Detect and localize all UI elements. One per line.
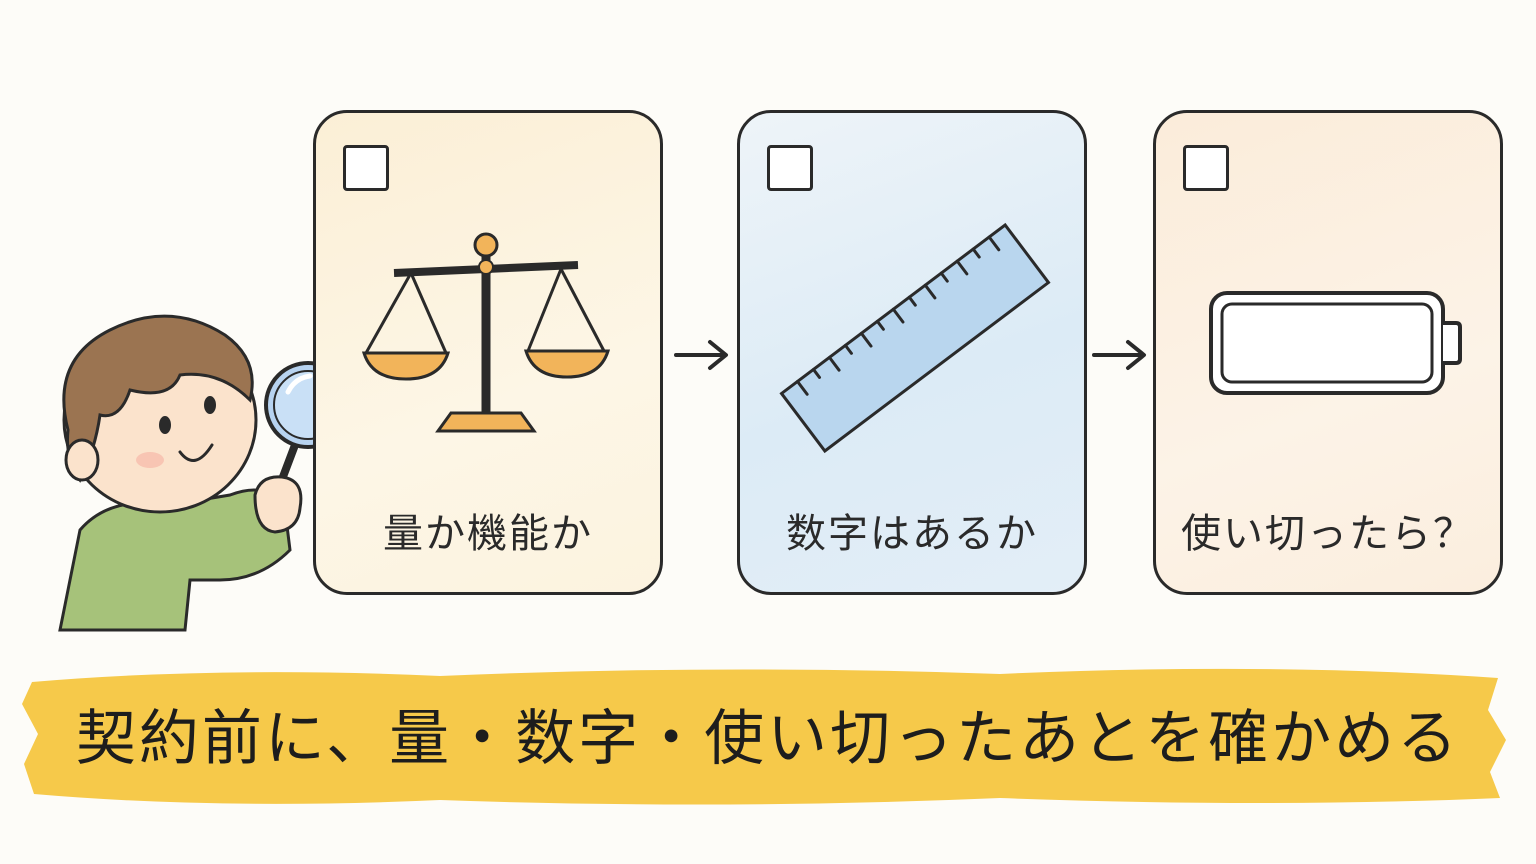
checkbox[interactable] (343, 145, 389, 191)
checkbox[interactable] (1183, 145, 1229, 191)
checklist-card-quantity: 量か機能か (313, 110, 663, 595)
arrow-right-icon (1092, 340, 1146, 370)
scale-icon (361, 232, 611, 433)
card-label: 使い切ったら？ (1181, 511, 1475, 557)
ruler-icon (779, 222, 1051, 454)
card-label: 量か機能か (383, 511, 593, 557)
highlight-banner (22, 668, 1506, 805)
empty-battery-icon (1209, 291, 1462, 395)
child-with-magnifier-illustration (58, 314, 352, 632)
checklist-card-after-use: 使い切ったら？ (1153, 110, 1503, 595)
checkbox[interactable] (767, 145, 813, 191)
banner-message: 契約前に、量・数字・使い切ったあとを確かめる (75, 704, 1461, 774)
checklist-card-numbers: 数字はあるか (737, 110, 1087, 595)
arrow-right-icon (674, 340, 728, 370)
card-label: 数字はあるか (786, 511, 1038, 557)
